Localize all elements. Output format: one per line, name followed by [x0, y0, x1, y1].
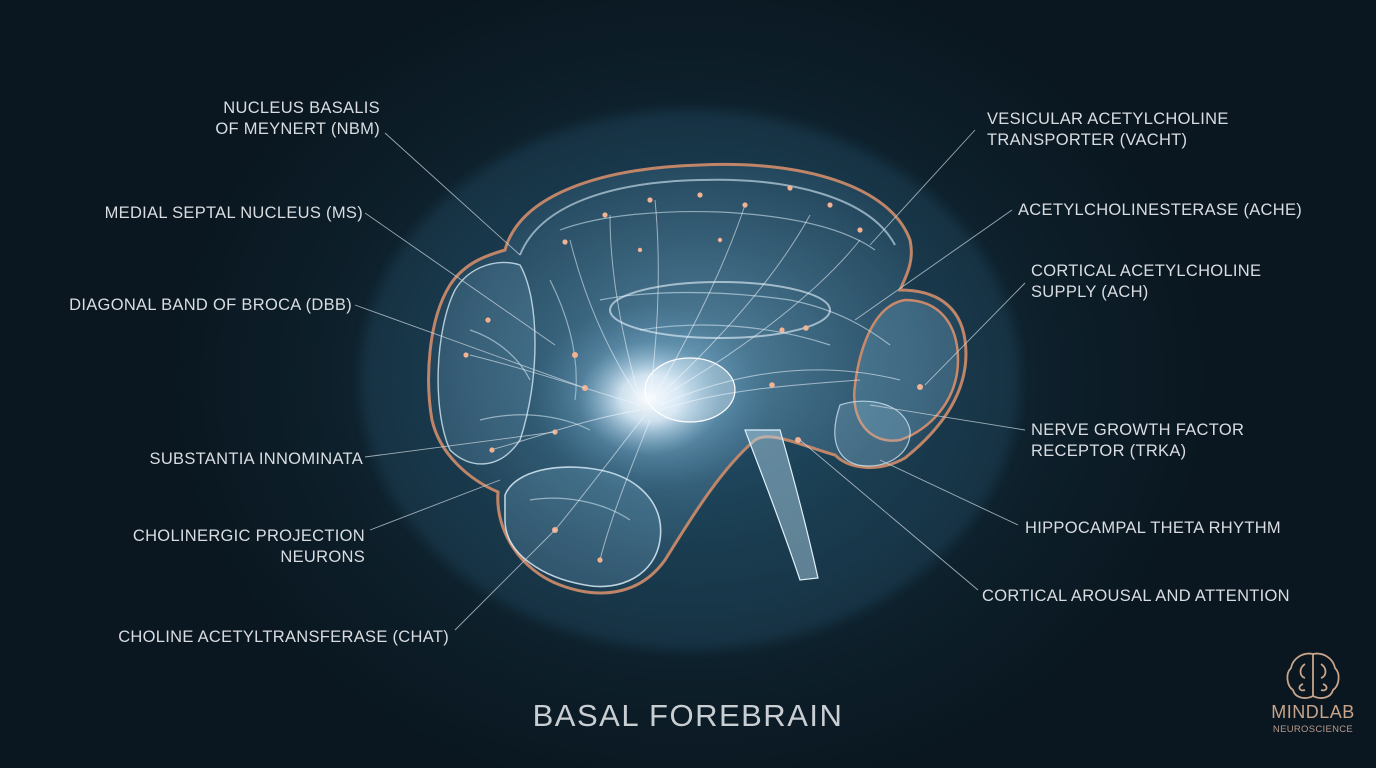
label-line: CHOLINE ACETYLTRANSFERASE (CHAT)	[118, 628, 449, 646]
label-diagonal-band-of-broca: DIAGONAL BAND OF BROCA (DBB)	[69, 295, 352, 316]
label-nucleus-basalis: NUCLEUS BASALIS OF MEYNERT (NBM)	[215, 98, 380, 140]
label-substantia-innominata: SUBSTANTIA INNOMINATA	[150, 449, 363, 470]
label-cortical-arousal: CORTICAL AROUSAL AND ATTENTION	[982, 586, 1290, 607]
logo-brand: MINDLAB	[1271, 702, 1355, 722]
diagram-title: BASAL FOREBRAIN	[532, 698, 844, 733]
label-line: TRANSPORTER (VACHT)	[987, 131, 1188, 149]
label-line: CORTICAL ACETYLCHOLINE	[1031, 262, 1262, 280]
label-line: VESICULAR ACETYLCHOLINE	[987, 110, 1229, 128]
label-line: HIPPOCAMPAL THETA RHYTHM	[1025, 519, 1281, 537]
corpus-callosum	[609, 281, 831, 339]
label-line: NUCLEUS BASALIS	[223, 99, 380, 117]
basal-forebrain-core	[530, 303, 770, 493]
brain-icon	[1286, 652, 1340, 699]
label-trka: NERVE GROWTH FACTOR RECEPTOR (TRKA)	[1031, 420, 1244, 462]
label-vacht: VESICULAR ACETYLCHOLINE TRANSPORTER (VAC…	[987, 109, 1229, 151]
label-line: MEDIAL SEPTAL NUCLEUS (MS)	[104, 204, 363, 222]
label-line: NEURONS	[280, 548, 365, 566]
label-line: CORTICAL AROUSAL AND ATTENTION	[982, 587, 1290, 605]
label-line: CHOLINERGIC PROJECTION	[132, 527, 365, 545]
cerebrum-inner-outline	[519, 178, 896, 256]
label-line: OF MEYNERT (NBM)	[215, 120, 380, 138]
label-line: ACETYLCHOLINESTERASE (ACHE)	[1018, 201, 1303, 219]
label-line: SUPPLY (ACH)	[1031, 283, 1149, 301]
frontal-lobe	[437, 261, 536, 465]
terminal-dots	[463, 185, 923, 563]
leader-lines	[354, 129, 1026, 631]
occipital-lobe	[852, 298, 960, 442]
mindlab-logo: MINDLAB NEUROSCIENCE	[1258, 650, 1368, 735]
label-choline-acetyltransferase: CHOLINE ACETYLTRANSFERASE (CHAT)	[118, 627, 449, 648]
projection-fibers	[469, 199, 901, 561]
label-cortical-ach-supply: CORTICAL ACETYLCHOLINE SUPPLY (ACH)	[1031, 261, 1261, 303]
brainstem	[744, 429, 819, 581]
label-line: DIAGONAL BAND OF BROCA (DBB)	[69, 296, 352, 314]
label-line: NERVE GROWTH FACTOR	[1031, 421, 1245, 439]
label-cholinergic-projection-neurons: CHOLINERGIC PROJECTION NEURONS	[133, 526, 365, 568]
label-ache: ACETYLCHOLINESTERASE (ACHE)	[1018, 200, 1302, 221]
temporal-lobe	[504, 466, 662, 588]
label-medial-septal-nucleus: MEDIAL SEPTAL NUCLEUS (MS)	[105, 203, 363, 224]
cerebellum	[834, 400, 911, 467]
label-hippocampal-theta: HIPPOCAMPAL THETA RHYTHM	[1025, 518, 1281, 539]
logo-subtitle: NEUROSCIENCE	[1272, 724, 1354, 735]
label-line: RECEPTOR (TRKA)	[1031, 442, 1187, 460]
label-line: SUBSTANTIA INNOMINATA	[149, 450, 363, 468]
